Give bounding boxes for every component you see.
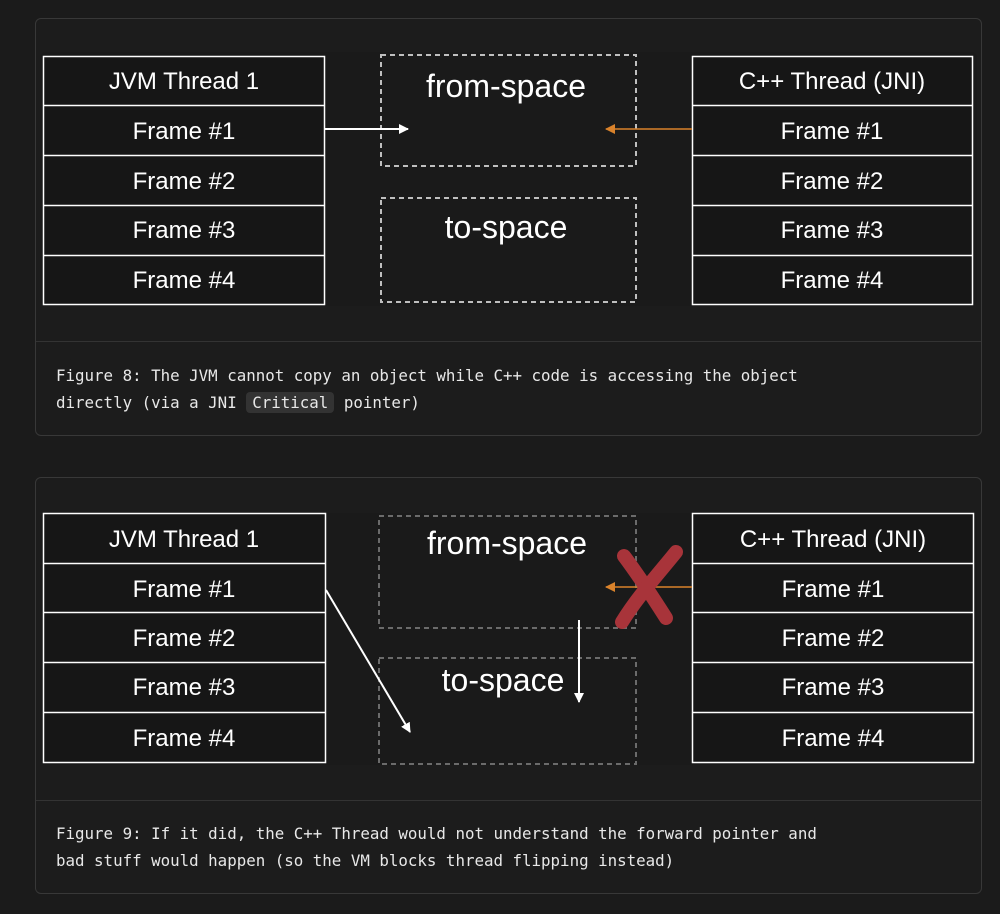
left-frame-2: Frame #2 bbox=[133, 168, 236, 195]
right-frame-1: Frame #1 bbox=[782, 576, 885, 603]
from-space-label: from-space bbox=[426, 68, 586, 104]
left-thread-title: JVM Thread 1 bbox=[109, 68, 259, 95]
figure-9-divider bbox=[36, 800, 981, 801]
left-frame-1: Frame #1 bbox=[133, 576, 236, 603]
right-frame-4: Frame #4 bbox=[781, 267, 884, 294]
figure-9-caption: Figure 9: If it did, the C++ Thread woul… bbox=[56, 824, 817, 870]
figure-8-left-thread: JVM Thread 1 Frame #1 Frame #2 Frame #3 … bbox=[42, 55, 326, 306]
left-frame-3: Frame #3 bbox=[133, 217, 236, 244]
figure-8-divider bbox=[36, 341, 981, 342]
right-thread-title: C++ Thread (JNI) bbox=[739, 68, 925, 95]
critical-code-chip: Critical bbox=[246, 392, 335, 413]
to-space-label: to-space bbox=[445, 209, 568, 245]
right-frame-1: Frame #1 bbox=[781, 118, 884, 145]
left-frame-4: Frame #4 bbox=[133, 725, 236, 752]
left-thread-title: JVM Thread 1 bbox=[109, 526, 259, 553]
right-frame-2: Frame #2 bbox=[781, 168, 884, 195]
to-space-label: to-space bbox=[442, 662, 565, 698]
figure-8-from-space: from-space bbox=[380, 54, 637, 167]
left-frame-3: Frame #3 bbox=[133, 674, 236, 701]
figure-8-right-thread: C++ Thread (JNI) Frame #1 Frame #2 Frame… bbox=[691, 55, 974, 306]
figure-9-from-space: from-space bbox=[378, 515, 637, 629]
right-frame-4: Frame #4 bbox=[782, 725, 885, 752]
right-thread-title: C++ Thread (JNI) bbox=[740, 526, 926, 553]
figure-9-right-thread: C++ Thread (JNI) Frame #1 Frame #2 Frame… bbox=[691, 512, 975, 764]
right-frame-3: Frame #3 bbox=[782, 674, 885, 701]
right-frame-2: Frame #2 bbox=[782, 625, 885, 652]
cross-mark-icon bbox=[615, 545, 683, 629]
from-space-label: from-space bbox=[427, 525, 587, 561]
left-frame-2: Frame #2 bbox=[133, 625, 236, 652]
figure-9-to-space: to-space bbox=[378, 657, 637, 765]
right-frame-3: Frame #3 bbox=[781, 217, 884, 244]
jvm-pointer-arrow-to-space bbox=[325, 589, 411, 733]
left-frame-4: Frame #4 bbox=[133, 267, 236, 294]
figure-9-left-thread: JVM Thread 1 Frame #1 Frame #2 Frame #3 … bbox=[42, 512, 327, 764]
figure-8-to-space: to-space bbox=[380, 197, 637, 303]
left-frame-1: Frame #1 bbox=[133, 118, 236, 145]
figure-8-caption: Figure 8: The JVM cannot copy an object … bbox=[56, 366, 798, 413]
